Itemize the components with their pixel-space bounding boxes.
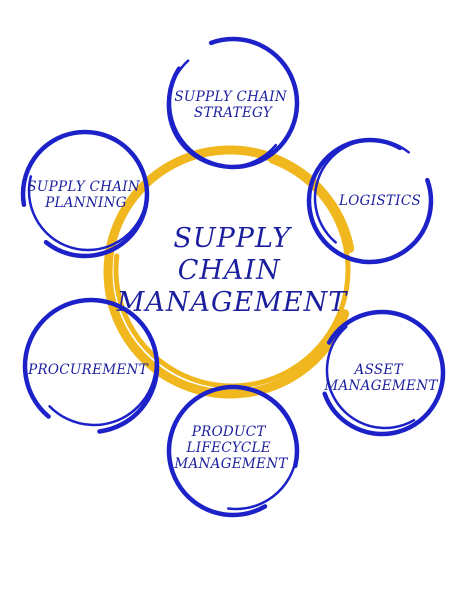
node-label-line-3: MANAGEMENT (173, 456, 288, 472)
node-ring-2 (30, 299, 158, 427)
node-ring (22, 297, 160, 435)
node-supply-chain-planning: SUPPLY CHAIN PLANNING (20, 129, 150, 259)
center-ring-stroke-2 (113, 151, 351, 389)
node-label-line-1: ASSET (353, 362, 404, 378)
node-label: SUPPLY CHAIN PLANNING (27, 179, 144, 211)
node-ring (20, 129, 150, 259)
node-label-line-2: LIFECYCLE (186, 440, 271, 456)
node-ring-2 (313, 138, 433, 258)
node-label-line-1: SUPPLY CHAIN (27, 179, 141, 195)
node-ring-2 (27, 130, 149, 252)
node-label-line-2: MANAGEMENT (323, 378, 438, 394)
node-label-line-1: PRODUCT (191, 424, 267, 440)
node-label: PRODUCT LIFECYCLE MANAGEMENT (173, 424, 288, 472)
node-ring-2 (325, 310, 445, 430)
node-logistics: LOGISTICS (306, 137, 434, 265)
node-label-line-1: PROCUREMENT (27, 362, 149, 378)
center-ring-stroke (103, 145, 357, 399)
node-ring-2 (166, 43, 292, 169)
node-ring (318, 309, 446, 437)
node-label-line-2: PLANNING (44, 195, 127, 211)
node-label-line-1: LOGISTICS (338, 193, 421, 209)
node-label-line-1: SUPPLY CHAIN (174, 89, 288, 105)
center-title: SUPPLY CHAIN MANAGEMENT (116, 223, 349, 318)
center-title-line-2: CHAIN (178, 255, 281, 286)
node-label: ASSET MANAGEMENT (323, 362, 438, 394)
node-procurement: PROCUREMENT (22, 297, 160, 435)
node-ring (166, 384, 300, 518)
node-label: LOGISTICS (338, 193, 421, 209)
node-product-lifecycle-management: PRODUCT LIFECYCLE MANAGEMENT (166, 384, 300, 518)
node-asset-management: ASSET MANAGEMENT (318, 309, 446, 437)
node-label-line-2: STRATEGY (194, 105, 273, 121)
node-label: SUPPLY CHAIN STRATEGY (174, 89, 291, 121)
node-ring-2 (173, 385, 299, 511)
center-ring (103, 145, 357, 399)
node-supply-chain-strategy: SUPPLY CHAIN STRATEGY (166, 36, 300, 170)
center-title-line-3: MANAGEMENT (116, 287, 349, 318)
node-label: PROCUREMENT (27, 362, 149, 378)
center-title-line-1: SUPPLY (173, 223, 292, 254)
node-ring (166, 36, 300, 170)
